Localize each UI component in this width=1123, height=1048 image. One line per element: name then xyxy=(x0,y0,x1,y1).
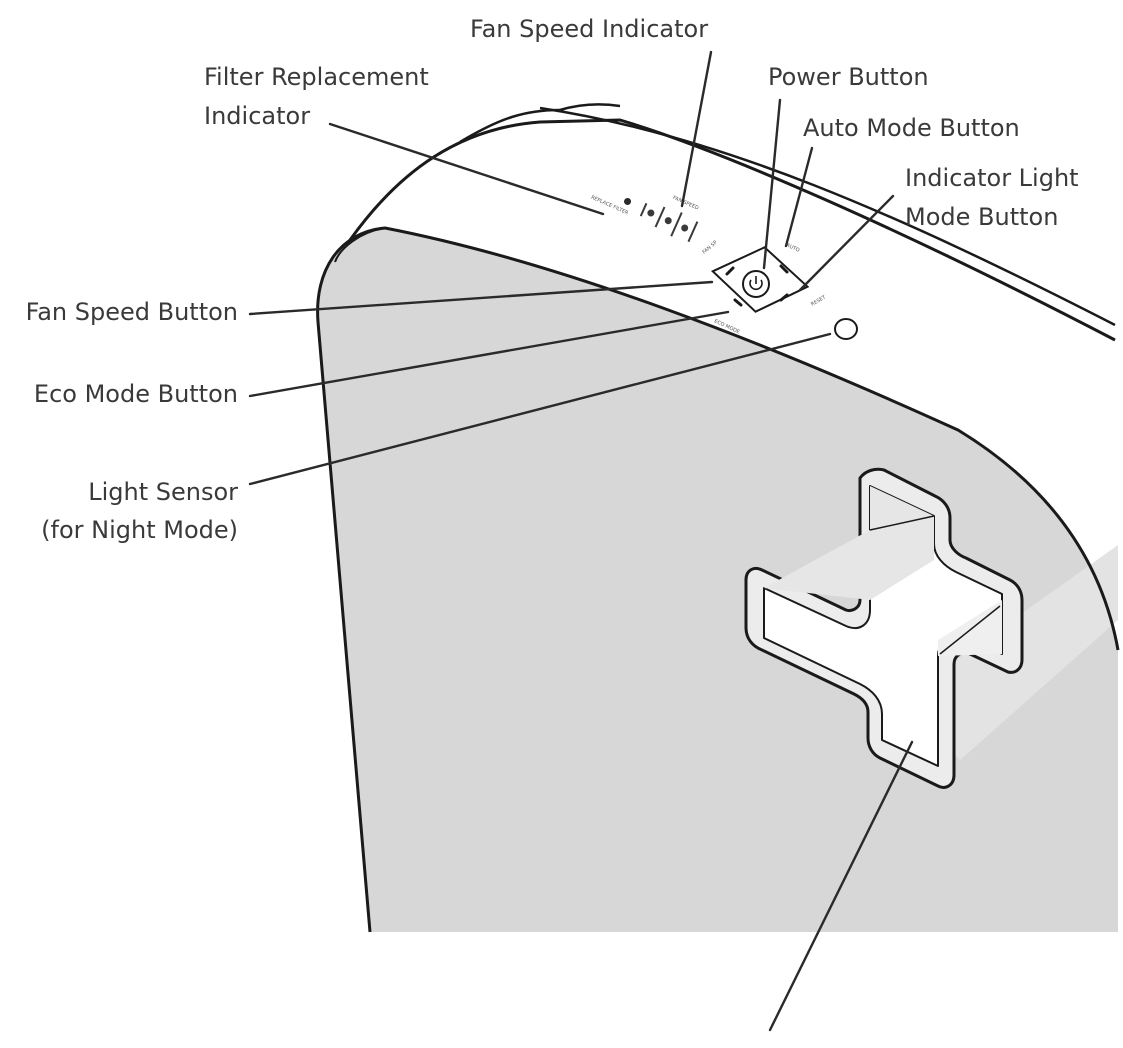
carry-handle xyxy=(744,467,1024,789)
housing-outline xyxy=(316,226,1120,933)
panel-label-reset: RESET xyxy=(810,294,828,308)
leader-light-sensor xyxy=(248,332,832,486)
light-sensor xyxy=(834,318,858,340)
filter-indicator-led xyxy=(624,197,632,205)
label-light-sensor-2: (for Night Mode) xyxy=(41,516,238,544)
label-indicator-light-2: Mode Button xyxy=(905,203,1058,231)
label-filter-replacement-1: Filter Replacement xyxy=(204,63,429,91)
eco-mode-button[interactable] xyxy=(733,298,743,307)
leader-fan-speed-indicator xyxy=(680,50,713,208)
leader-filter-replacement xyxy=(328,122,605,216)
leader-handle xyxy=(768,740,914,1032)
panel-label-replace-filter: REPLACE FILTER xyxy=(590,195,630,217)
label-eco-mode-button: Eco Mode Button xyxy=(34,380,238,408)
callout-labels: Fan Speed Indicator Filter Replacement I… xyxy=(26,15,1079,544)
panel-label-fan-sp: FAN SP xyxy=(701,240,718,256)
leader-auto-mode xyxy=(784,146,814,248)
label-filter-replacement-2: Indicator xyxy=(204,102,310,130)
indicator-light-mode-button[interactable] xyxy=(779,293,789,302)
label-power-button: Power Button xyxy=(768,63,929,91)
fan-speed-button[interactable] xyxy=(725,266,735,276)
panel-label-fan-speed: FAN SPEED xyxy=(672,195,700,212)
auto-mode-button[interactable] xyxy=(779,264,789,274)
leader-power-button xyxy=(762,98,782,270)
housing-top-edge xyxy=(348,103,1116,342)
leader-indicator-light xyxy=(798,194,895,292)
panel-label-auto: AUTO xyxy=(785,242,800,253)
leader-lines xyxy=(248,50,914,1032)
label-indicator-light-1: Indicator Light xyxy=(905,164,1079,192)
label-fan-speed-indicator: Fan Speed Indicator xyxy=(470,15,708,43)
leader-fan-speed-button xyxy=(248,280,714,316)
label-light-sensor-1: Light Sensor xyxy=(88,478,238,506)
label-fan-speed-button: Fan Speed Button xyxy=(26,298,238,326)
leader-eco-mode-button xyxy=(248,310,730,398)
power-icon xyxy=(749,276,763,291)
fan-speed-indicator-leds xyxy=(639,202,699,243)
label-auto-mode-button: Auto Mode Button xyxy=(803,114,1020,142)
